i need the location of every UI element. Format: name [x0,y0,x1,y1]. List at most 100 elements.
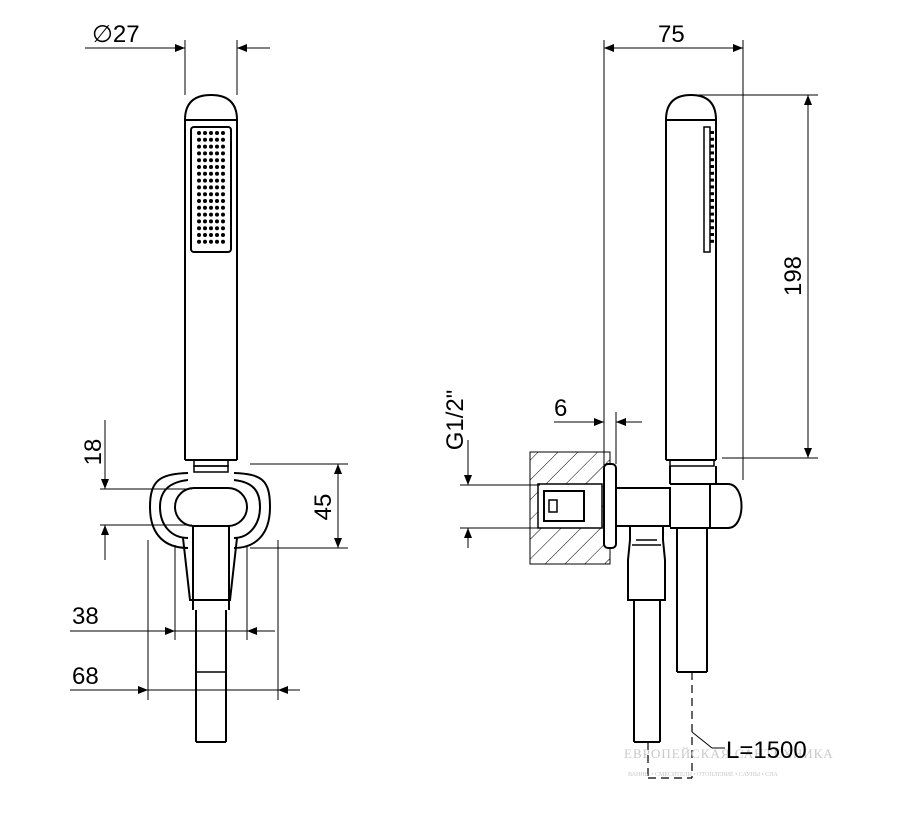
nozzle-dot [203,205,207,210]
dim-18: 18 [80,439,107,466]
nozzle-dot [215,226,219,231]
nozzle-dot [221,131,225,135]
nozzle-dot [209,219,213,224]
nozzle-dot [209,233,213,237]
dim-diameter: ∅27 [92,21,140,48]
nozzle-dot [203,171,207,176]
nozzle-dot [197,185,201,190]
hand-shower-side [665,93,717,467]
nozzle-dot [209,212,213,217]
nozzle-dot [197,151,201,156]
nozzle-dot [203,178,207,183]
nozzle-dot [209,171,213,176]
side-nozzle-row [710,131,714,243]
nozzle-dot [221,165,225,169]
side-nozzle [710,226,714,230]
nozzle-dot [221,137,225,142]
nozzle-dot [197,192,201,197]
nozzle-dot [203,151,207,156]
nozzle-dot [209,226,213,231]
nozzle-dot [215,171,219,176]
nozzle-dot [209,205,213,210]
side-nozzle [710,137,714,141]
nozzle-dot [197,239,201,244]
nozzle-dot [221,239,225,244]
dim-68: 68 [72,663,99,690]
nozzle-dot [203,233,207,237]
nozzle-dot [203,165,207,169]
dim-45: 45 [310,494,337,521]
nozzle-dot [209,192,213,197]
side-nozzle [710,158,714,162]
nozzle-dot [203,212,207,217]
front-view [148,93,272,743]
side-nozzle [710,199,714,202]
nozzle-dot [197,212,201,217]
nozzle-dot [221,219,225,224]
nozzle-dot [215,185,219,190]
nozzle-dot [215,144,219,149]
nozzle-dot [221,151,225,156]
nozzle-dot [209,131,213,135]
nozzle-dot [215,239,219,244]
hose-dashed [647,672,693,779]
nozzle-dot [203,219,207,224]
nozzle-dot [209,137,213,142]
nozzle-dot [197,178,201,183]
nozzle-dot [221,158,225,163]
dim-thread: G1/2" [442,390,469,451]
nozzle-dot [215,212,219,217]
nozzle-dot [215,165,219,169]
dim-75: 75 [658,21,685,48]
nozzle-dot [215,233,219,237]
side-dimensions [460,40,818,749]
nozzle-dot [209,185,213,190]
hand-shower-front [184,93,238,473]
nozzle-dot [197,158,201,163]
svg-text:ЕВРОПЕЙСКАЯ САНТЕХНИКА: ЕВРОПЕЙСКАЯ САНТЕХНИКА [624,746,834,761]
nozzle-dot [221,178,225,183]
nozzle-dot [215,219,219,224]
nozzle-grid [197,131,225,244]
wall-outlet-side [616,487,671,743]
nozzle-dot [215,178,219,183]
nozzle-dot [203,239,207,244]
nozzle-dot [221,185,225,190]
nozzle-dot [221,192,225,197]
side-nozzle [710,192,714,196]
wall-section [529,451,611,565]
side-nozzle [710,144,714,148]
nozzle-dot [215,137,219,142]
side-nozzle [710,151,714,155]
nozzle-dot [221,199,225,203]
nozzle-dot [197,144,201,149]
side-nozzle [710,205,714,209]
side-nozzle [710,171,714,175]
nozzle-dot [209,239,213,244]
nozzle-dot [203,137,207,142]
nozzle-dot [197,171,201,176]
holder-side [669,466,743,673]
nozzle-dot [221,144,225,149]
nozzle-dot [197,199,201,203]
side-nozzle [710,185,714,189]
svg-text:ВАННЫ • СМЕСИТЕЛИ • ОТОПЛЕНИЕ: ВАННЫ • СМЕСИТЕЛИ • ОТОПЛЕНИЕ • САУНЫ • … [628,772,779,778]
dim-38: 38 [72,603,99,630]
nozzle-dot [209,151,213,156]
nozzle-dot [215,151,219,156]
nozzle-dot [203,158,207,163]
nozzle-dot [221,171,225,176]
side-nozzle [710,219,714,223]
nozzle-dot [221,233,225,237]
nozzle-dot [203,131,207,135]
side-nozzle [710,233,714,236]
side-nozzle [710,178,714,182]
nozzle-dot [209,199,213,203]
nozzle-dot [197,131,201,135]
dimension-labels: ∅27 18 45 38 68 75 198 6 G1/2" L=1500 [72,21,807,764]
side-view [529,93,743,779]
watermark: ЕВРОПЕЙСКАЯ САНТЕХНИКА ВАННЫ • СМЕСИТЕЛИ… [624,746,834,778]
dim-hose-length: L=1500 [726,737,807,764]
nozzle-dot [197,226,201,231]
